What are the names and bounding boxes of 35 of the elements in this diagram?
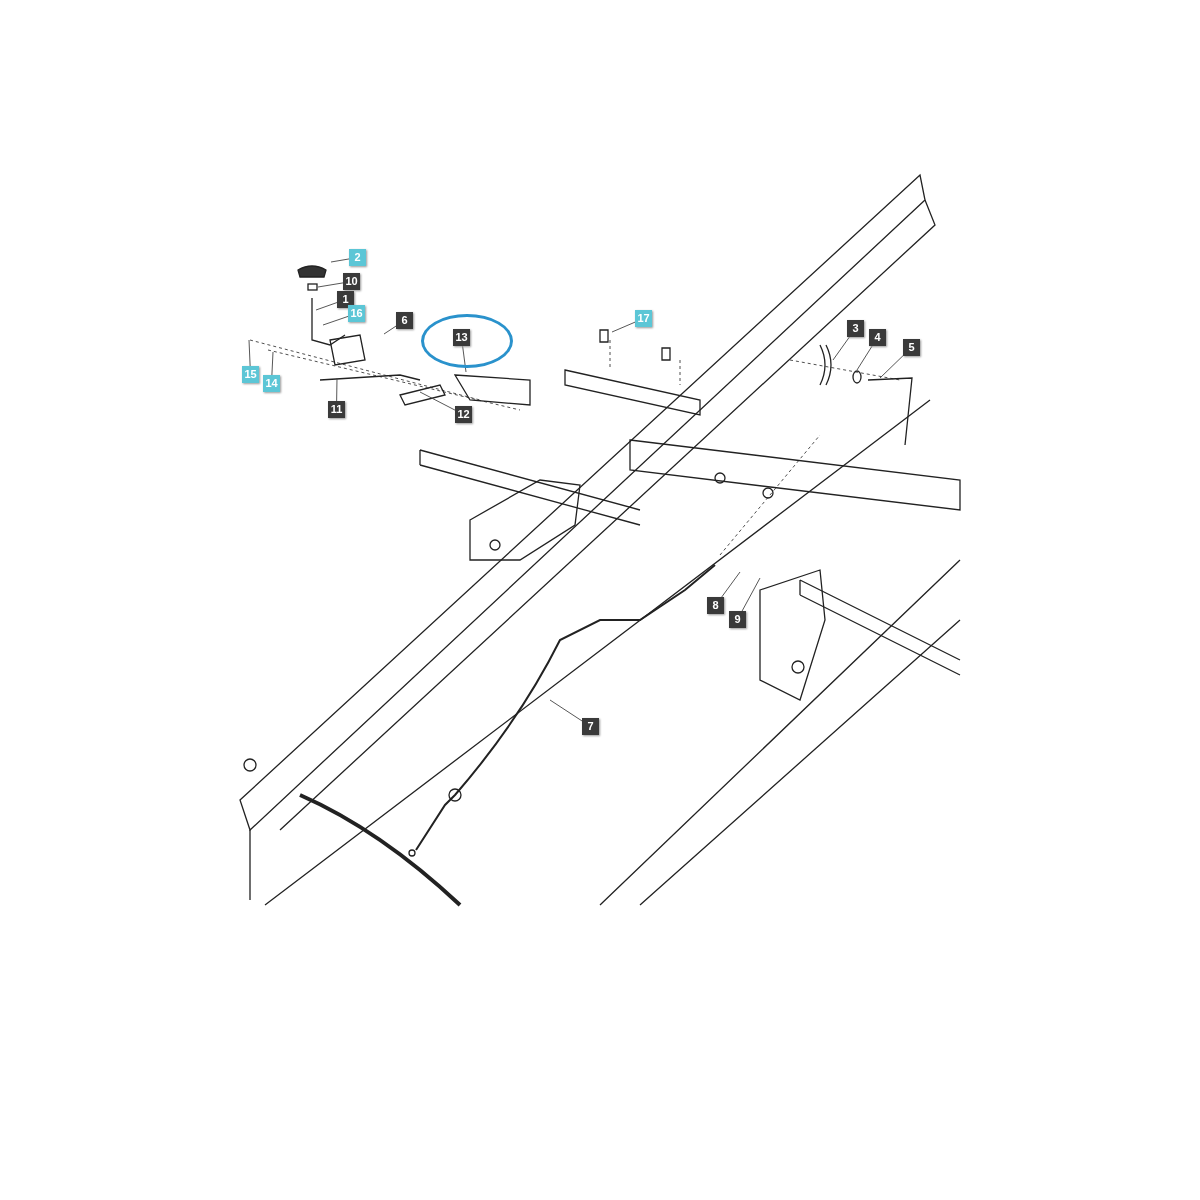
leader-line [322,315,349,326]
leader-line [317,282,344,288]
leader-line [248,339,251,367]
leader-line [315,302,338,311]
callout-number: 6 [396,312,413,329]
callout-number: 7 [582,718,599,735]
callout-number: 16 [348,305,365,322]
callout-number: 5 [903,339,920,356]
leader-line [271,351,274,376]
callout-number: 4 [869,329,886,346]
callout-number: 14 [263,375,280,392]
callout-number: 17 [635,310,652,327]
leader-line [741,577,761,612]
leader-line [549,699,583,722]
leader-line [832,336,850,361]
callout-number: 11 [328,401,345,418]
callout-number: 2 [349,249,366,266]
leader-line [330,258,350,263]
callout-number: 8 [707,597,724,614]
callout-number: 10 [343,273,360,290]
leader-line [462,345,467,373]
leader-line [336,377,338,402]
callout-number: 12 [455,406,472,423]
leader-line [721,571,741,598]
callout-number: 3 [847,320,864,337]
callout-number: 13 [453,329,470,346]
callout-number: 15 [242,366,259,383]
highlight-ellipse [421,314,513,368]
leader-line [419,391,456,411]
callout-number: 1 [337,291,354,308]
callout-number: 9 [729,611,746,628]
leader-line [611,321,636,333]
leader-line [856,345,873,371]
leader-line [879,355,904,379]
leader-line [383,325,397,335]
